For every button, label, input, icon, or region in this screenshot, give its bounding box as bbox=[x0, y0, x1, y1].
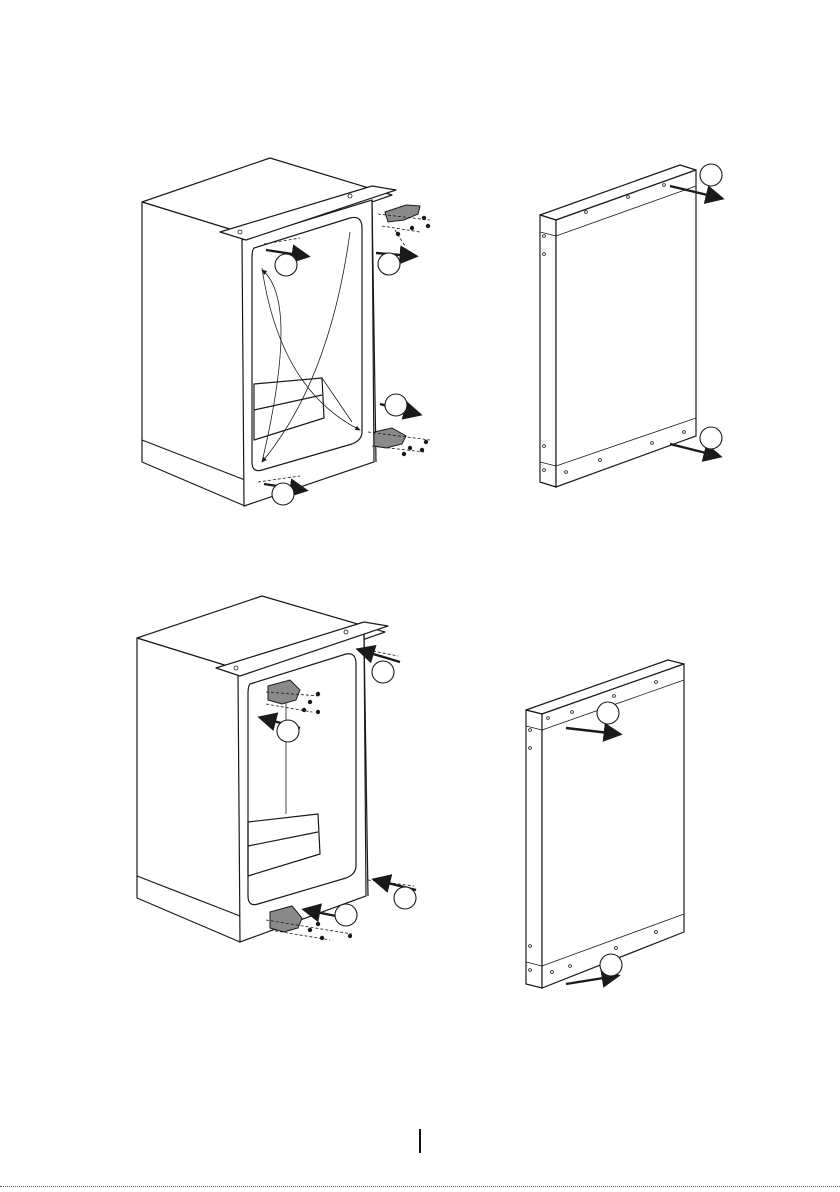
callout-circle bbox=[378, 253, 400, 275]
callout-circle bbox=[275, 254, 297, 276]
callout-circle bbox=[335, 904, 357, 926]
callout-circle bbox=[372, 661, 394, 683]
callout-circle bbox=[700, 427, 722, 449]
page-marker bbox=[419, 1129, 421, 1153]
hinge-bottom-right bbox=[374, 428, 406, 448]
callout-circle bbox=[394, 887, 416, 909]
callout-circle bbox=[700, 164, 722, 186]
cabinet-figure-bottom bbox=[137, 596, 416, 942]
cabinet-front-face bbox=[238, 634, 366, 942]
hinge-top-right bbox=[385, 205, 420, 222]
door-front-face bbox=[556, 170, 696, 487]
callout-circle bbox=[385, 394, 407, 416]
page-bottom-rule bbox=[0, 1186, 840, 1187]
callout-circle bbox=[277, 720, 299, 742]
callout-circle bbox=[600, 954, 622, 976]
callout-circle bbox=[272, 483, 294, 505]
door-figure-bottom bbox=[526, 660, 684, 988]
cabinet-figure-top bbox=[142, 158, 430, 506]
callout-circle bbox=[597, 702, 619, 724]
door-figure-top bbox=[540, 164, 722, 487]
